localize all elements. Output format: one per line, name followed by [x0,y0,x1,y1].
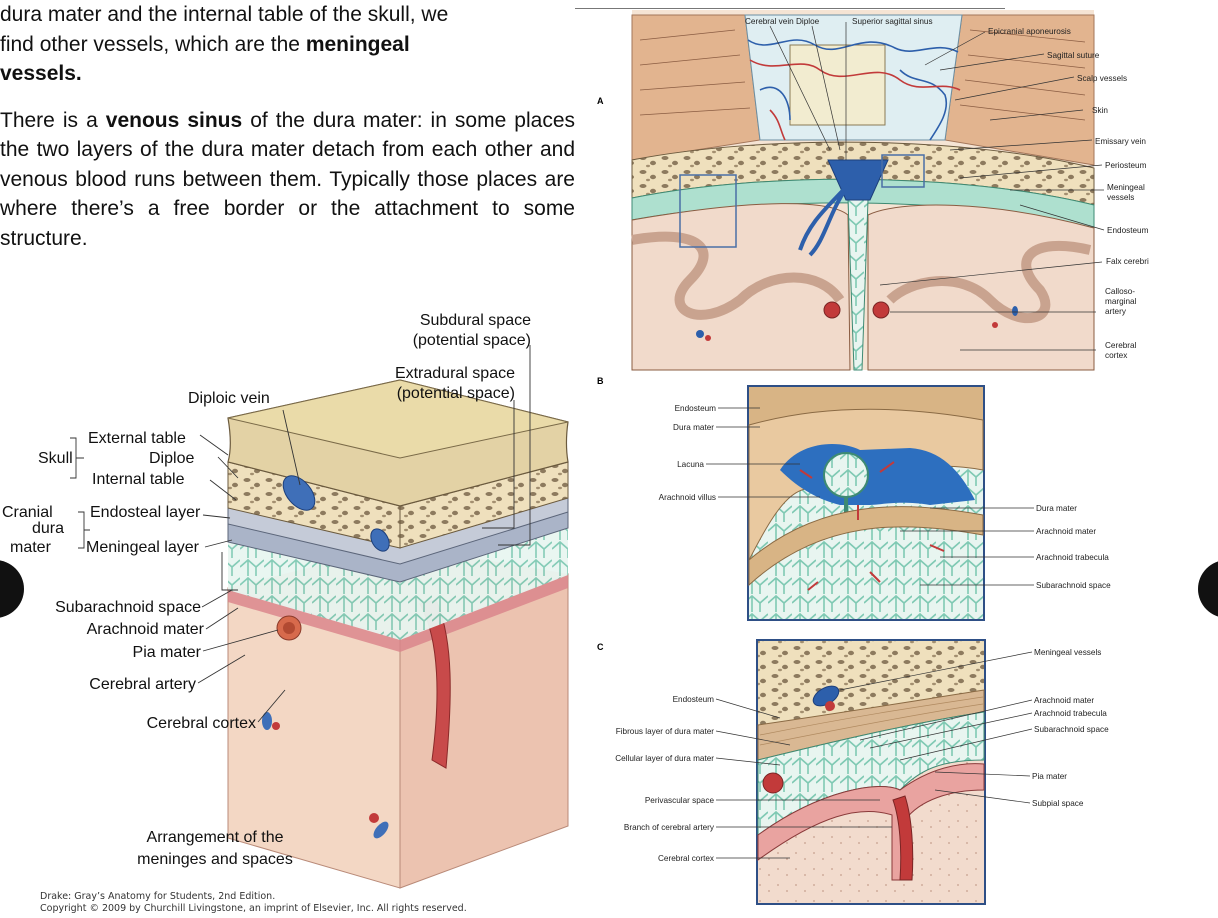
c-subpial-space: Subpial space [1032,799,1084,808]
a-skin: Skin [1092,106,1108,115]
label-subarachnoid-space: Subarachnoid space [55,599,201,616]
para2-start: There is a [0,108,106,132]
label-cranial: Cranial [2,504,53,521]
credit-line2: Copyright © 2009 by Churchill Livingston… [40,903,467,914]
c-meningeal-vessels: Meningeal vessels [1034,648,1101,657]
a-epicranial: Epicranial aponeurosis [988,27,1071,36]
b-arachnoid-trabecula: Arachnoid trabecula [1036,553,1109,562]
a-falx-cerebri: Falx cerebri [1106,257,1149,266]
label-subdural-potential: (potential space) [413,332,531,349]
a-marginal: marginal [1105,297,1137,306]
label-arachnoid-mater: Arachnoid mater [87,621,205,638]
bold-meningeal: meningeal [305,32,410,56]
label-cerebral-cortex: Cerebral cortex [147,715,256,732]
figure-a-coronal-section: A [597,10,1149,371]
c-cerebral-cortex: Cerebral cortex [658,854,714,863]
a-cerebral-vein: Cerebral vein [745,17,794,26]
copyright-credit: Drake: Gray’s Anatomy for Students, 2nd … [40,891,467,915]
figure-b-arachnoid-villus: B Endosteum Dura mater Lacuna Arachnoid … [597,376,1111,621]
label-cerebral-artery: Cerebral artery [89,676,196,693]
c-perivascular-space: Perivascular space [645,796,715,805]
c-arachnoid-trabecula: Arachnoid trabecula [1034,709,1107,718]
panel-a-letter: A [597,96,604,106]
caption-line1: Arrangement of the [147,829,284,846]
body-text: dura mater and the internal table of the… [0,0,575,253]
a-endosteum: Endosteum [1107,226,1149,235]
a-meningeal: Meningeal [1107,183,1145,192]
a-cortex: cortex [1105,351,1127,360]
b-arachnoid-mater: Arachnoid mater [1036,527,1096,536]
a-sagittal-suture: Sagittal suture [1047,51,1100,60]
a-superior-sagittal-sinus: Superior sagittal sinus [852,17,933,26]
bold-venous-sinus: venous sinus [105,108,243,132]
label-diploic-vein: Diploic vein [188,390,270,407]
label-pia-mater: Pia mater [133,644,202,661]
para1-line1: dura mater and the internal table of the… [0,3,449,26]
panel-c-letter: C [597,642,604,652]
c-endosteum: Endosteum [673,695,715,704]
label-endosteal-layer: Endosteal layer [90,504,201,521]
meninges-block-diagram: Subdural space (potential space) Extradu… [2,312,569,889]
figure-c-meningeal-layers: C Meningeal vessels Endosteum Fibrous la… [597,639,1109,905]
label-internal-table: Internal table [92,471,185,488]
label-mater: mater [10,539,52,556]
a-periosteum: Periosteum [1105,161,1147,170]
c-pia-mater: Pia mater [1032,772,1067,781]
c-subarachnoid-space: Subarachnoid space [1034,725,1109,734]
bold-vessels: vessels. [0,62,82,85]
next-slide-button[interactable] [1198,560,1218,618]
b-lacuna: Lacuna [677,460,704,469]
label-diploe: Diploe [149,450,194,467]
caption-line2: meninges and spaces [137,851,293,868]
a-emissary-vein: Emissary vein [1095,137,1146,146]
label-external-table: External table [88,430,186,447]
top-divider [575,8,1005,9]
label-extradural-potential: (potential space) [397,385,515,402]
label-subdural-space: Subdural space [420,312,531,329]
c-fibrous-layer: Fibrous layer of dura mater [616,727,715,736]
label-skull: Skull [38,450,73,467]
paragraph-1: dura mater and the internal table of the… [0,0,575,89]
b-dura-mater-right: Dura mater [1036,504,1077,513]
a-cerebral: Cerebral [1105,341,1137,350]
b-subarachnoid-space: Subarachnoid space [1036,581,1111,590]
c-cellular-layer: Cellular layer of dura mater [615,754,714,763]
b-dura-mater-left: Dura mater [673,423,714,432]
a-artery: artery [1105,307,1127,316]
panel-b-letter: B [597,376,604,386]
c-arachnoid-mater: Arachnoid mater [1034,696,1094,705]
label-dura: dura [32,520,64,537]
a-diploe: Diploe [796,17,820,26]
para2-rest: of the dura mater: in some places the tw… [0,108,576,250]
credit-line1: Drake: Gray’s Anatomy for Students, 2nd … [40,891,276,902]
label-extradural-space: Extradural space [395,365,515,382]
para1-line2: find other vessels, which are the [0,32,306,56]
a-calloso: Calloso- [1105,287,1135,296]
b-endosteum: Endosteum [675,404,717,413]
b-arachnoid-villus: Arachnoid villus [659,493,716,502]
a-scalp-vessels: Scalp vessels [1077,74,1127,83]
paragraph-2: There is a venous sinus of the dura mate… [0,106,575,254]
label-meningeal-layer: Meningeal layer [86,539,200,556]
c-branch-cerebral-artery: Branch of cerebral artery [624,823,715,832]
a-vessels: vessels [1107,193,1134,202]
